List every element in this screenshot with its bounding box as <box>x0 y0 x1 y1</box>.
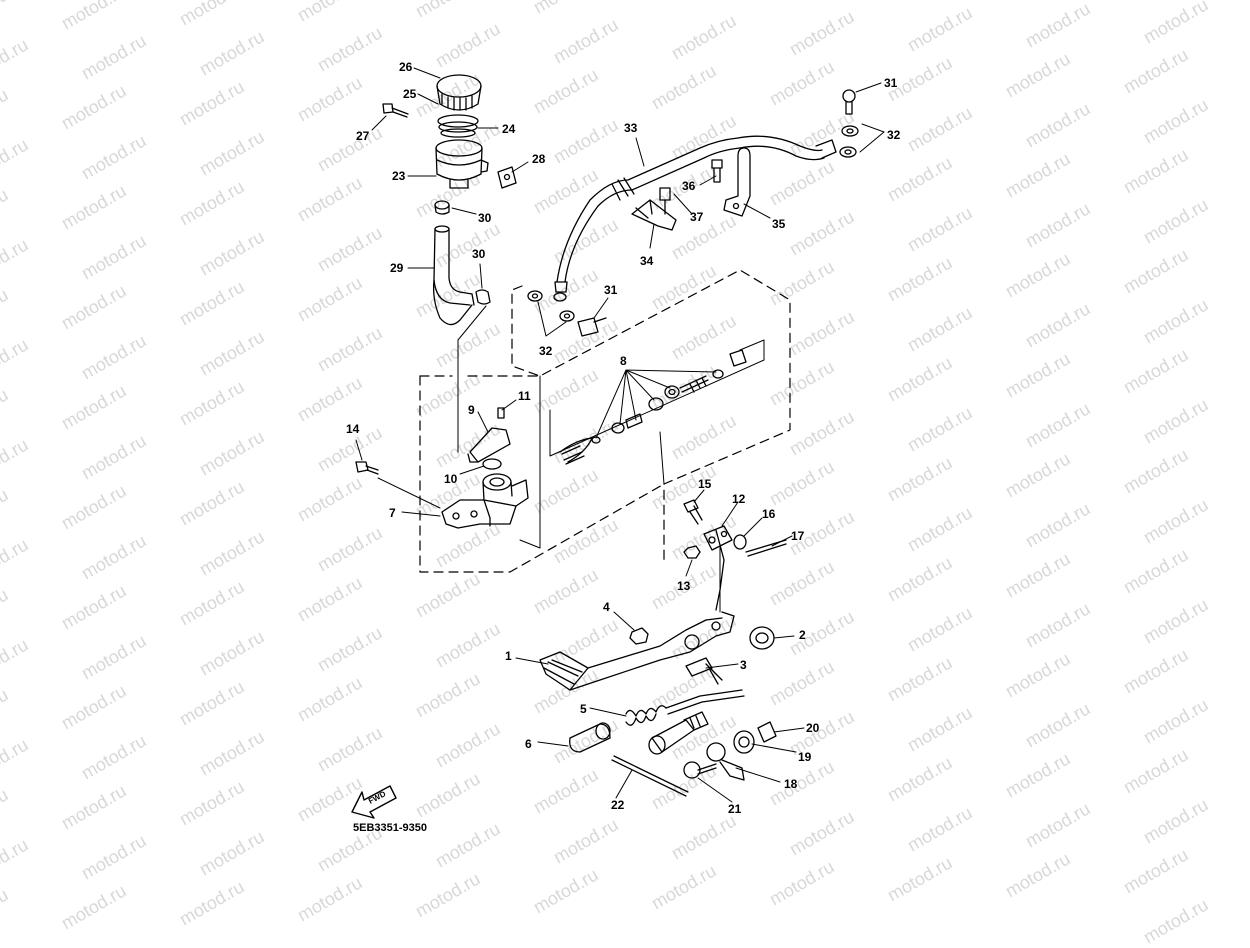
callout-33: 33 <box>624 121 638 135</box>
boot-19 <box>733 730 755 754</box>
bushing-20 <box>757 721 777 743</box>
cover-6 <box>569 722 611 753</box>
dashed-boundary <box>419 269 791 573</box>
callout-11: 11 <box>518 389 531 403</box>
washer-2 <box>749 626 775 650</box>
callout-16: 16 <box>762 507 776 521</box>
reservoir-tank <box>435 139 489 189</box>
push-rod <box>648 711 709 755</box>
callout-15: 15 <box>698 477 712 491</box>
reservoir-bolt <box>382 103 409 118</box>
hose-clamp-top <box>434 200 450 215</box>
diagram-code: 5EB3351-9350 <box>353 822 428 834</box>
callout-5: 5 <box>580 702 587 716</box>
callout-19: 19 <box>798 750 812 764</box>
hose-holder <box>723 147 751 217</box>
callout-4: 4 <box>603 600 610 614</box>
callout-34: 34 <box>640 254 654 268</box>
leader-lines <box>355 67 885 803</box>
callout-18: 18 <box>784 777 798 791</box>
callout-12: 12 <box>732 492 746 506</box>
pivot-bolt-3 <box>685 657 723 685</box>
bolt-21 <box>683 761 717 779</box>
union-bolt-top <box>842 89 856 115</box>
callout-6: 6 <box>525 737 532 751</box>
reservoir-cap <box>436 74 482 111</box>
fwd-arrow-icon <box>351 785 397 819</box>
o-ring-10 <box>482 458 502 470</box>
callout-36: 36 <box>682 179 696 193</box>
callout-10: 10 <box>444 472 458 486</box>
washer-16 <box>733 534 747 550</box>
callout-2: 2 <box>799 628 806 642</box>
union-bolt-mid <box>577 317 607 337</box>
callout-35: 35 <box>772 217 786 231</box>
callout-1: 1 <box>505 649 512 663</box>
hose-clamp-bottom <box>475 289 491 305</box>
nut-13 <box>683 545 701 559</box>
copper-washers-mid <box>527 290 575 322</box>
callout-20: 20 <box>806 721 820 735</box>
callout-7: 7 <box>389 506 396 520</box>
brake-hose <box>553 135 837 302</box>
master-cylinder <box>441 473 529 529</box>
callout-27: 27 <box>356 129 370 143</box>
callout-22: 22 <box>611 798 625 812</box>
callout-17: 17 <box>791 529 805 543</box>
reservoir-diaphragm <box>437 114 479 138</box>
callout-31-top: 31 <box>884 76 898 90</box>
pin-22 <box>611 755 689 797</box>
copper-washers-top <box>839 125 859 158</box>
assembly-bracket-lines <box>457 305 765 613</box>
brake-pedal <box>539 529 735 691</box>
callout-32-top: 32 <box>887 128 901 142</box>
callout-3: 3 <box>740 658 747 672</box>
callout-28: 28 <box>532 152 546 166</box>
callout-37: 37 <box>690 210 704 224</box>
reservoir-hose <box>432 225 475 326</box>
callout-14: 14 <box>346 422 360 436</box>
clevis-bolt-15 <box>683 499 703 525</box>
callout-30-top: 30 <box>478 211 492 225</box>
callout-13: 13 <box>677 579 691 593</box>
callout-21: 21 <box>728 802 742 816</box>
callout-24: 24 <box>502 122 516 136</box>
callout-32-mid: 32 <box>539 344 553 358</box>
bolt-36 <box>711 159 723 183</box>
nut-4 <box>629 627 649 645</box>
callout-25: 25 <box>403 87 417 101</box>
return-spring-5 <box>625 689 745 726</box>
piston-kit <box>559 349 747 465</box>
bracket-18 <box>706 742 745 781</box>
bolt-14 <box>355 461 379 475</box>
callout-26: 26 <box>399 60 413 74</box>
callout-23: 23 <box>392 169 406 183</box>
callout-29: 29 <box>390 261 404 275</box>
clevis-12 <box>703 525 733 551</box>
callout-8: 8 <box>620 354 627 368</box>
callout-9: 9 <box>468 403 475 417</box>
reservoir-bracket <box>497 166 517 189</box>
callout-30-mid: 30 <box>472 247 486 261</box>
callout-31-mid: 31 <box>604 283 618 297</box>
